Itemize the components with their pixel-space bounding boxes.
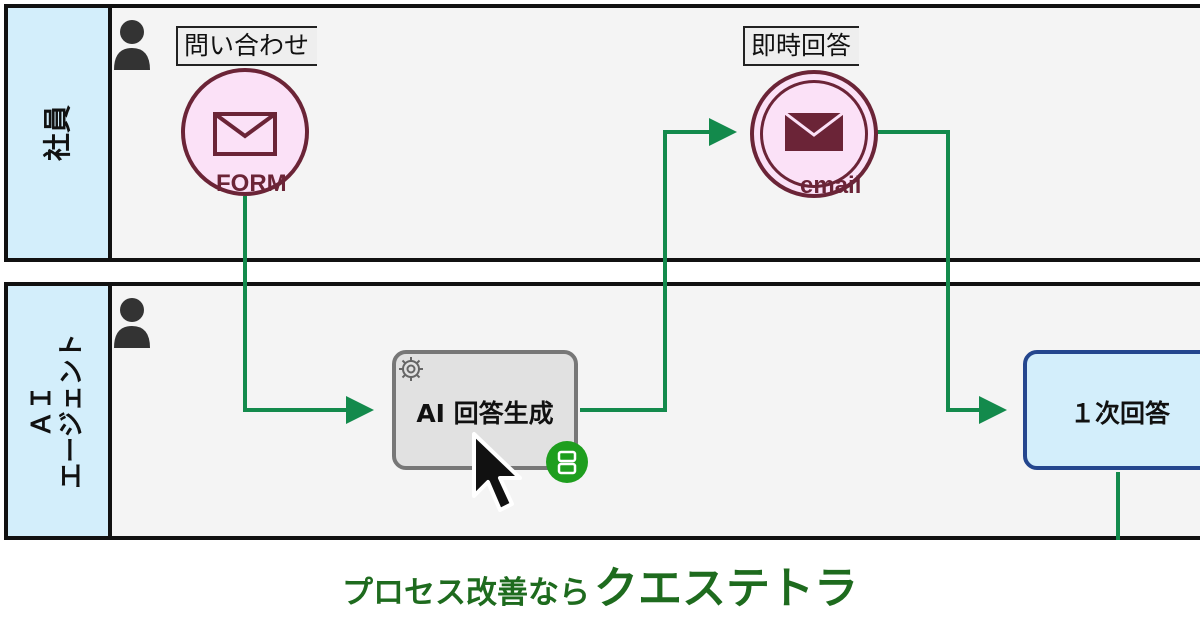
envelope-icon [785, 113, 843, 151]
task-first-reply-label: １次回答 [1069, 399, 1170, 428]
task-first-reply[interactable]: １次回答 [1023, 350, 1200, 470]
lane-header-ai-agent: ＡＩ エージェント [8, 286, 112, 536]
task-ai-answer-label: AI 回答生成 [416, 399, 554, 428]
banner-tagline: プロセス改善ならクエステトラ [0, 552, 1200, 616]
annotation-inquiry: 問い合わせ [176, 26, 318, 66]
banner-brand-text: クエステトラ [594, 563, 858, 614]
envelope-icon [213, 112, 277, 156]
robot-icon [546, 441, 588, 483]
gear-icon [399, 357, 423, 381]
flow-email-to-first-reply [877, 130, 1007, 424]
flow-ai-to-email [580, 118, 737, 412]
start-event-label: FORM [216, 170, 287, 197]
person-icon [114, 298, 150, 348]
mouse-cursor-icon [472, 432, 522, 512]
lane-header-employee: 社員 [8, 8, 112, 258]
flow-form-to-ai [243, 196, 374, 424]
banner-small-text: プロセス改善なら [342, 575, 590, 611]
person-icon [114, 20, 150, 70]
annotation-instant-reply: 即時回答 [743, 26, 860, 66]
end-event-label: email [800, 172, 862, 199]
start-event-form[interactable] [181, 68, 309, 196]
